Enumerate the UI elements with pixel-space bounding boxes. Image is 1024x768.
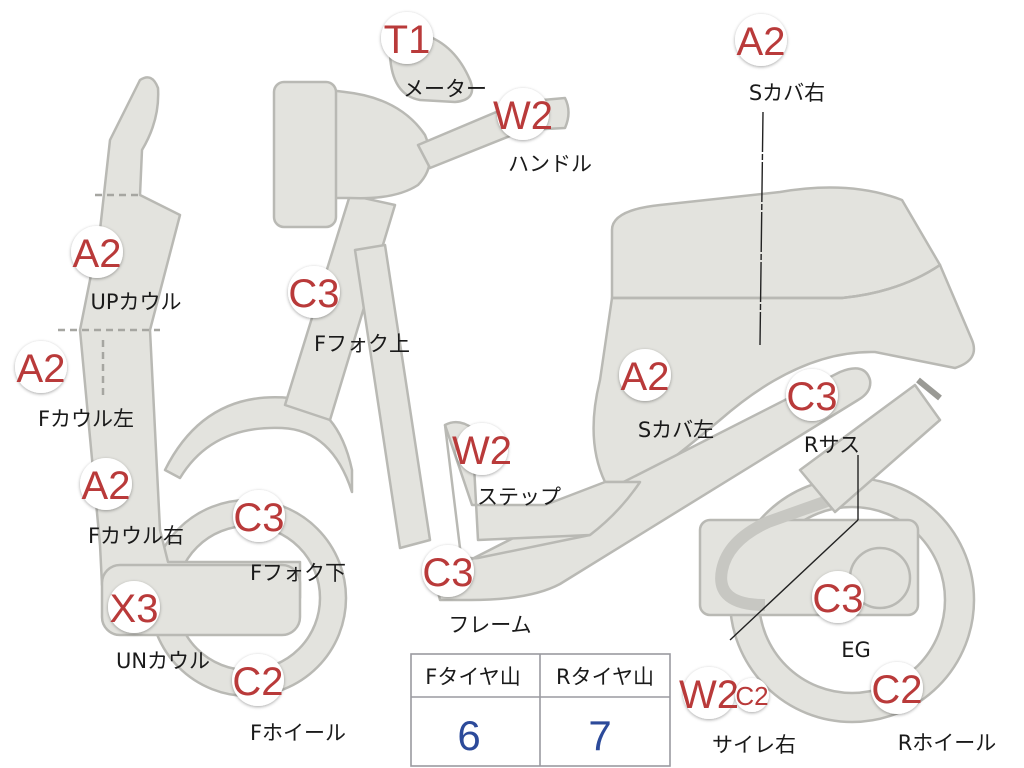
- label-frame: フレーム: [448, 613, 531, 637]
- label-f-cowl-left: Fカウル左: [38, 407, 134, 431]
- badge-f-fork-lower[interactable]: C3: [233, 490, 285, 542]
- label-s-cover-right: Sカバ右: [749, 81, 825, 105]
- badge-f-cowl-left[interactable]: A2: [15, 341, 67, 393]
- svg-text:A2: A2: [17, 347, 66, 391]
- f-tread-value: 6: [457, 712, 480, 759]
- r-tread-value: 7: [588, 712, 611, 759]
- seat-shape: [610, 186, 942, 300]
- tire-tread-table: Fタイヤ山 Rタイヤ山 6 7: [410, 653, 671, 767]
- badge-frame[interactable]: C3: [422, 545, 474, 597]
- frame-shape: [428, 367, 872, 602]
- svg-text:A2: A2: [737, 20, 786, 64]
- badge-meter[interactable]: T1: [381, 12, 433, 64]
- svg-text:C3: C3: [422, 551, 473, 595]
- svg-text:C2: C2: [232, 660, 283, 704]
- label-s-cover-left: Sカバ左: [638, 418, 714, 442]
- label-handle: ハンドル: [508, 152, 592, 176]
- rear-suspension-shape: [798, 383, 942, 514]
- badge-f-wheel[interactable]: C2: [232, 654, 284, 706]
- svg-text:W2: W2: [679, 673, 739, 717]
- svg-text:W2: W2: [452, 429, 512, 473]
- r-tread-header: Rタイヤ山: [556, 665, 654, 689]
- badge-r-sus[interactable]: C3: [786, 369, 838, 421]
- svg-text:C3: C3: [288, 272, 339, 316]
- label-up-cowl: UPカウル: [90, 290, 181, 314]
- label-eg: EG: [841, 638, 871, 662]
- label-step: ステップ: [477, 485, 561, 509]
- badge-up-cowl[interactable]: A2: [71, 226, 123, 278]
- badge-r-wheel[interactable]: C2: [871, 662, 923, 714]
- badge-muffler-right[interactable]: W2: [679, 667, 739, 719]
- badge-s-cover-left[interactable]: A2: [619, 349, 671, 401]
- label-f-wheel: Fホイール: [250, 721, 346, 745]
- svg-text:X3: X3: [110, 587, 159, 631]
- badge-f-fork-upper[interactable]: C3: [288, 266, 340, 318]
- svg-text:C2: C2: [735, 681, 768, 711]
- label-muffler-right: サイレ右: [712, 733, 796, 757]
- svg-text:A2: A2: [73, 232, 122, 276]
- svg-text:C2: C2: [871, 668, 922, 712]
- label-f-fork-upper: Fフォク上: [314, 332, 410, 356]
- badge-eg[interactable]: C3: [812, 571, 864, 623]
- label-f-cowl-right: Fカウル右: [88, 524, 184, 548]
- svg-text:A2: A2: [82, 464, 131, 508]
- leader-lines: [729, 111, 859, 641]
- badge-handle[interactable]: W2: [493, 88, 553, 140]
- scooter-illustration: [58, 31, 976, 724]
- label-meter: メーター: [403, 77, 487, 101]
- svg-text:C3: C3: [233, 496, 284, 540]
- label-r-sus: Rサス: [804, 433, 860, 457]
- svg-text:T1: T1: [384, 18, 431, 62]
- f-tread-header: Fタイヤ山: [425, 665, 520, 689]
- label-un-cowl: UNカウル: [116, 649, 210, 673]
- down-tube-shape: [353, 243, 432, 550]
- badge-un-cowl[interactable]: X3: [108, 581, 160, 633]
- muffler-pipe-shape: [715, 494, 833, 611]
- svg-text:A2: A2: [621, 355, 670, 399]
- front-fender-shape: [163, 396, 354, 494]
- badge-f-cowl-right[interactable]: A2: [80, 458, 132, 510]
- svg-text:C3: C3: [786, 375, 837, 419]
- label-r-wheel: Rホイール: [898, 731, 997, 755]
- svg-text:C3: C3: [812, 577, 863, 621]
- badge-s-cover-right[interactable]: A2: [735, 14, 787, 66]
- badge-step[interactable]: W2: [452, 423, 512, 475]
- step-floor-shape: [443, 420, 642, 542]
- badge-muffler-right-secondary[interactable]: C2: [735, 678, 769, 712]
- handle-grip-shape: [272, 80, 338, 229]
- svg-text:W2: W2: [493, 94, 553, 138]
- label-f-fork-lower: Fフォク下: [250, 561, 346, 585]
